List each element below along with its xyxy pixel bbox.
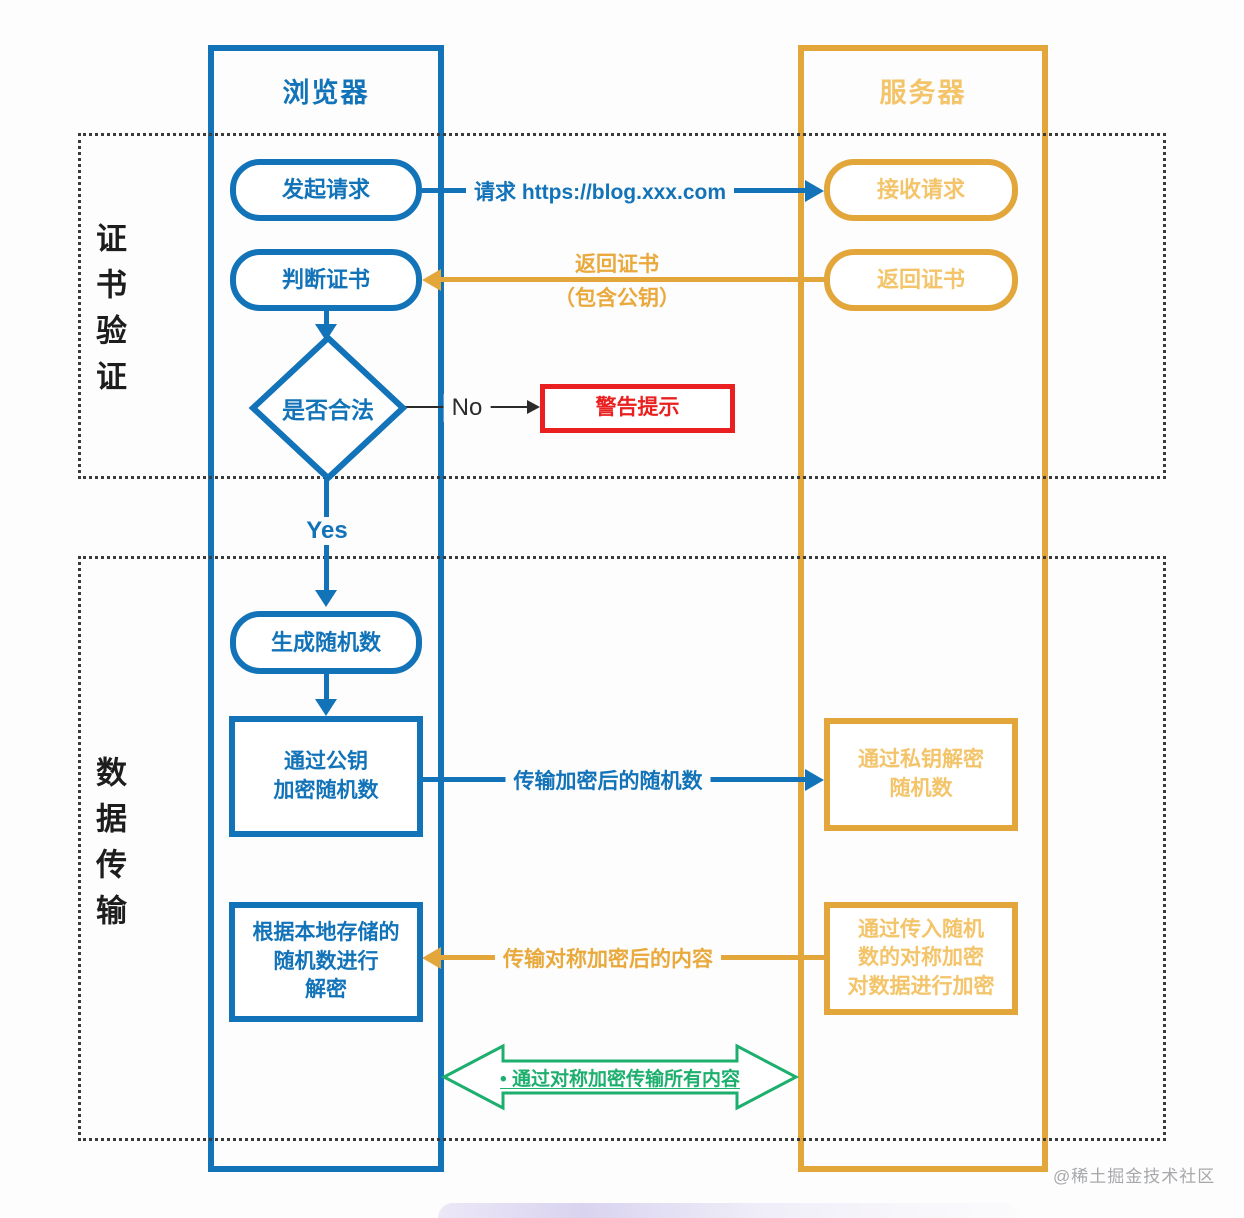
node-decrypt-local: 根据本地存储的 随机数进行 解密	[229, 902, 423, 1022]
node-is-valid-diamond: 是否合法	[248, 333, 408, 483]
cert-verification-section	[78, 133, 1166, 479]
edge-judge-to-diamond-arrowhead-icon	[315, 324, 337, 341]
edge-enc-random-arrowhead-icon	[805, 769, 824, 791]
edge-no-arrowhead-icon	[527, 400, 540, 414]
edge-no-label: No	[443, 394, 491, 422]
node-generate-random: 生成随机数	[230, 611, 422, 674]
node-is-valid-label: 是否合法	[282, 397, 374, 423]
node-initiate-request-label: 发起请求	[281, 177, 370, 203]
diamond-shape	[248, 333, 408, 483]
edge-judge-to-diamond-line	[324, 311, 329, 325]
node-receive-request-label: 接收请求	[876, 177, 965, 203]
edge-return-cert-label-line1: 返回证书	[575, 253, 659, 276]
server-lane-title: 服务器	[879, 78, 967, 108]
node-decrypt-private-key-line1: 通过私钥解密	[858, 748, 984, 772]
edge-symmetric-all-label: • 通过对称加密传输所有内容	[500, 1068, 740, 1090]
edge-return-cert-arrowhead-icon	[422, 269, 441, 291]
node-receive-request: 接收请求	[824, 159, 1018, 221]
node-judge-certificate-label: 判断证书	[281, 267, 370, 293]
node-symmetric-encrypt-line1: 通过传入随机	[858, 917, 984, 941]
edge-sym-content-arrowhead-icon	[422, 947, 441, 969]
node-decrypt-private-key-line2: 随机数	[889, 776, 953, 800]
server-lane: 服务器	[798, 45, 1048, 1172]
node-warning: 警告提示	[540, 384, 735, 433]
edge-yes-arrowhead-icon	[315, 590, 337, 607]
browser-lane: 浏览器	[208, 45, 444, 1172]
edge-random-to-encrypt-arrowhead-icon	[315, 699, 337, 716]
double-arrow-icon	[440, 1043, 800, 1111]
edge-return-cert-label-line2: （包含公钥）	[554, 287, 680, 310]
node-decrypt-local-line1: 根据本地存储的	[252, 921, 400, 945]
edge-enc-random-label: 传输加密后的随机数	[505, 765, 711, 795]
edge-random-to-encrypt-line	[324, 674, 329, 700]
edge-sym-content-label: 传输对称加密后的内容	[495, 943, 721, 973]
node-encrypt-public-key-line1: 通过公钥	[284, 750, 368, 774]
watermark: @稀土掘金技术社区	[1053, 1167, 1216, 1186]
node-symmetric-encrypt-line3: 对数据进行加密	[847, 974, 995, 998]
data-transmission-section	[78, 556, 1166, 1141]
node-warning-label: 警告提示	[595, 396, 680, 420]
node-symmetric-encrypt: 通过传入随机 数的对称加密 对数据进行加密	[824, 902, 1018, 1015]
edge-request-label: 请求 https://blog.xxx.com	[465, 176, 735, 206]
edge-symmetric-all-arrow: • 通过对称加密传输所有内容	[440, 1041, 800, 1113]
node-return-certificate-label: 返回证书	[876, 267, 965, 293]
node-initiate-request: 发起请求	[230, 159, 422, 221]
node-judge-certificate: 判断证书	[230, 249, 422, 311]
node-decrypt-private-key: 通过私钥解密 随机数	[824, 718, 1018, 831]
node-decrypt-local-line3: 解密	[305, 978, 347, 1002]
edge-return-cert-line	[441, 277, 824, 282]
node-encrypt-public-key: 通过公钥 加密随机数	[229, 716, 423, 837]
node-symmetric-encrypt-line2: 数的对称加密	[858, 946, 984, 970]
next-card-partial	[438, 1203, 1018, 1218]
node-generate-random-label: 生成随机数	[270, 629, 381, 655]
edge-request-arrowhead-icon	[805, 180, 824, 202]
node-encrypt-public-key-line2: 加密随机数	[273, 778, 379, 802]
data-transmission-label: 数据传输	[91, 756, 126, 940]
node-return-certificate: 返回证书	[824, 249, 1018, 311]
node-decrypt-local-line2: 随机数进行	[273, 949, 379, 973]
cert-verification-label: 证书验证	[91, 222, 126, 406]
browser-lane-title: 浏览器	[282, 78, 370, 108]
edge-yes-label: Yes	[298, 517, 356, 545]
